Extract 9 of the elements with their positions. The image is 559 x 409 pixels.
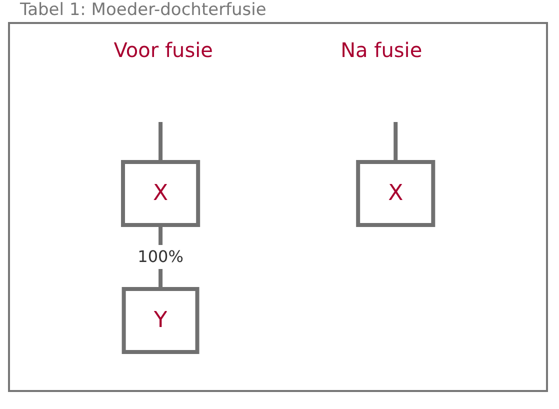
edge-label: 100% [138,247,184,266]
node-box: Y [122,287,200,354]
node-box: X [120,160,200,227]
column-heading: Voor fusie [114,38,213,62]
diagram-title: Tabel 1: Moeder-dochterfusie [20,0,268,20]
node-box: X [356,160,436,227]
column-heading: Na fusie [340,38,422,62]
connector [158,122,162,162]
connector [394,122,398,162]
